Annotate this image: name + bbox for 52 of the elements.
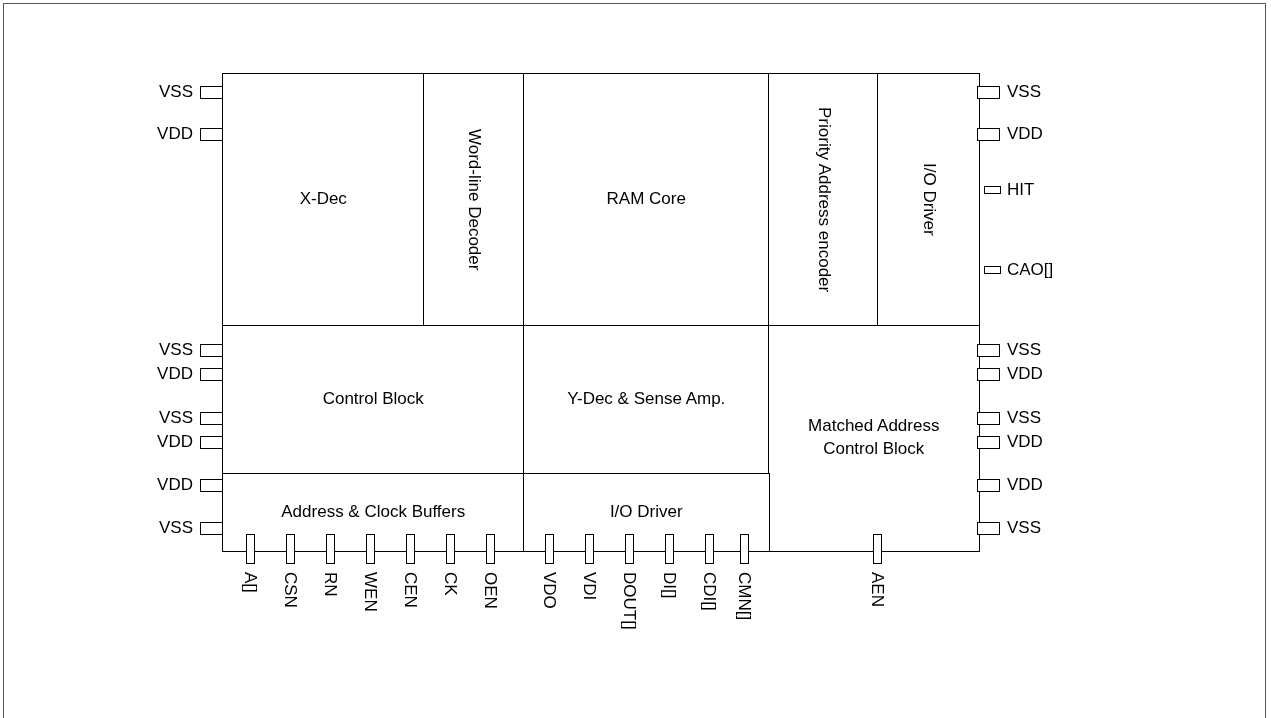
pin-label: VDD [1007, 125, 1043, 143]
pin-label: OEN [480, 572, 500, 609]
circuit-block [877, 73, 980, 327]
pin-label: VDD [157, 365, 193, 383]
pin-label: CAO[] [1007, 261, 1054, 279]
pin-label: VSS [158, 83, 193, 101]
pin-label: VSS [158, 341, 193, 359]
pin-label: DI[] [659, 572, 679, 599]
block-label: Priority Address encoder [813, 107, 835, 293]
circuit-block [768, 73, 879, 327]
pin-label: DOUT[] [619, 572, 639, 630]
pin-label: RN [320, 572, 340, 597]
pin-label: VDI [579, 572, 599, 601]
pin-label: AEN [867, 572, 887, 607]
pin-label: A[] [240, 572, 260, 593]
block-label: I/O Driver [609, 500, 683, 523]
pin-label: VDO [539, 572, 559, 609]
circuit-block [523, 325, 770, 475]
pin-label: CEN [400, 572, 420, 608]
block-label: Matched Address Control Block [807, 415, 941, 461]
block-label: I/O Driver [918, 163, 940, 237]
pin-label: VDD [1007, 365, 1043, 383]
circuit-block [523, 73, 770, 327]
pin-label: VSS [1007, 341, 1042, 359]
pin-label: VDD [1007, 476, 1043, 494]
pin-label: CK [440, 572, 460, 596]
circuit-block [768, 325, 980, 552]
block-label: Word-line Decoder [464, 129, 486, 271]
pin-label: VDD [157, 476, 193, 494]
block-label: Y-Dec & Sense Amp. [567, 388, 726, 411]
pin-label: WEN [360, 572, 380, 612]
pin-label: VDD [1007, 433, 1043, 451]
pin-label: CDI[] [699, 572, 719, 611]
pin-label: VSS [1007, 83, 1042, 101]
circuit-block [222, 473, 525, 552]
circuit-block [222, 73, 425, 327]
pin-label: VSS [158, 519, 193, 537]
block-label: X-Dec [299, 188, 347, 211]
circuit-block [523, 473, 770, 552]
block-label: RAM Core [606, 188, 686, 211]
pin-label: CMN[] [734, 572, 754, 621]
pin-label: HIT [1007, 181, 1035, 199]
pin-label: CSN [280, 572, 300, 608]
circuit-block [222, 325, 525, 475]
circuit-block [423, 73, 525, 327]
pin-label: VDD [157, 433, 193, 451]
pin-label: VSS [1007, 409, 1042, 427]
block-label: Control Block [322, 388, 424, 411]
pin-label: VDD [157, 125, 193, 143]
pin-label: VSS [1007, 519, 1042, 537]
pin-label: VSS [158, 409, 193, 427]
block-label: Address & Clock Buffers [281, 500, 466, 523]
